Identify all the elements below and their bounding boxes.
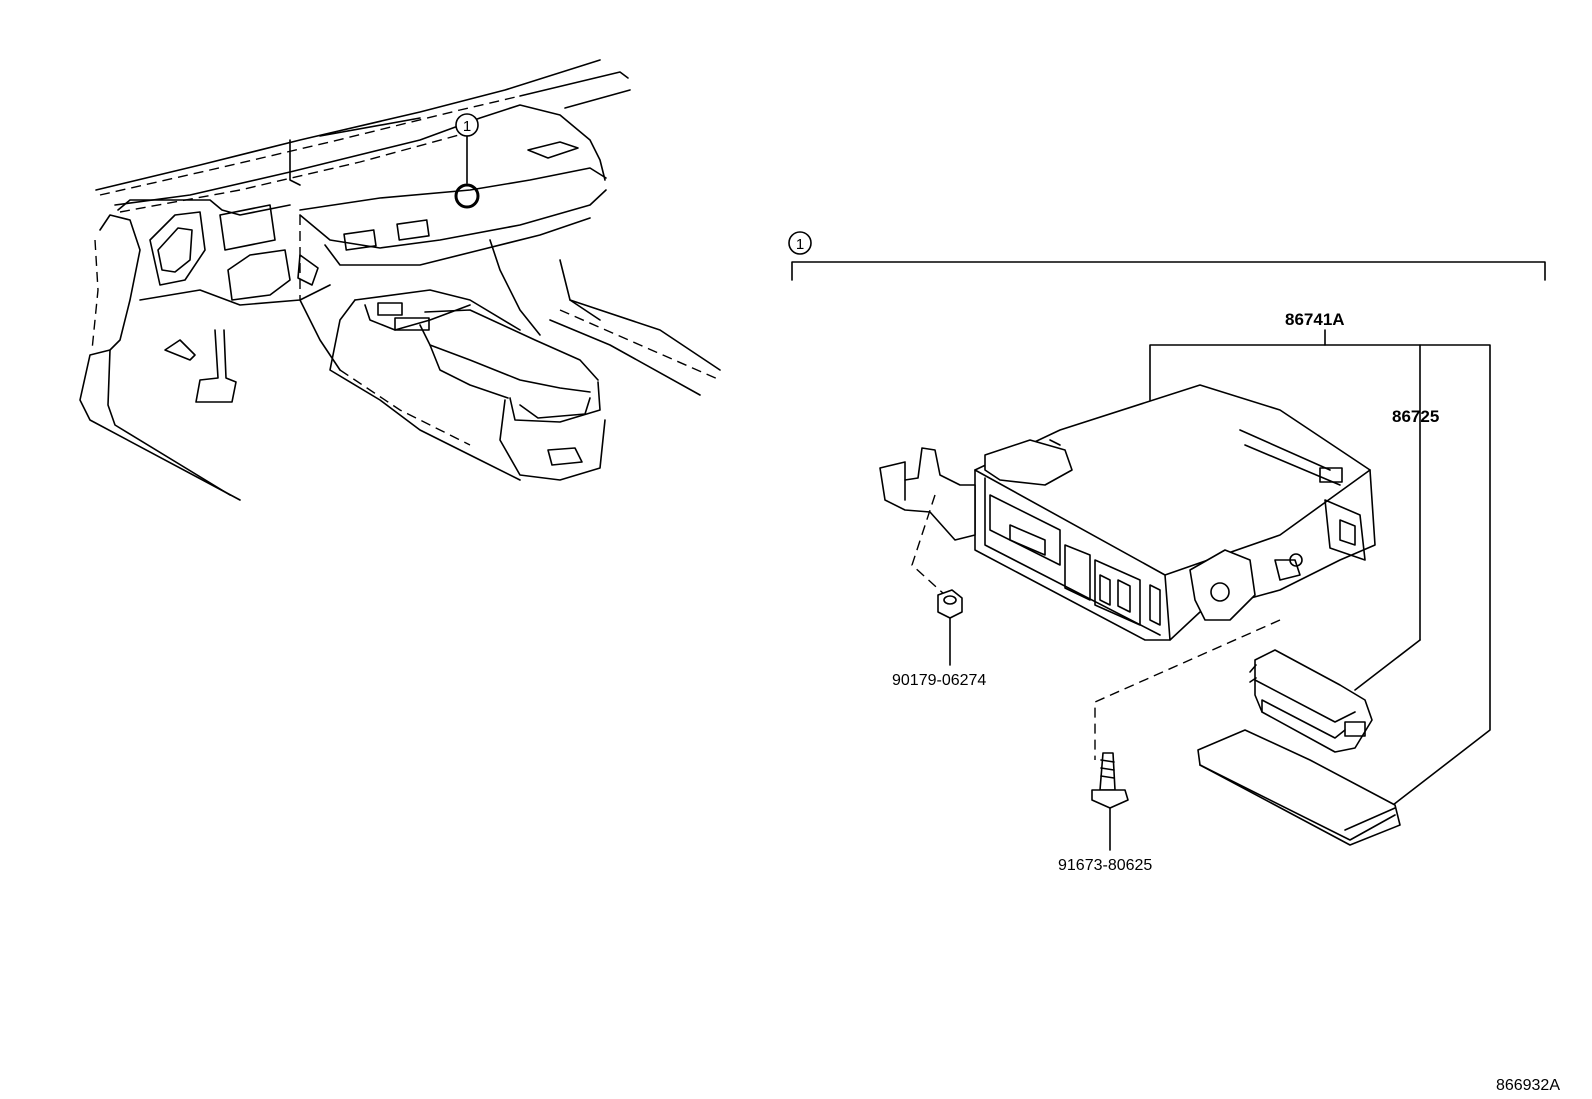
part-label-bolt: 91673-80625 — [1058, 857, 1152, 874]
cover-plate-part — [1197, 729, 1401, 846]
callout-number-dash: 1 — [463, 118, 471, 135]
group-bracket — [791, 261, 1546, 281]
diagram-id: 866932A — [1496, 1077, 1560, 1094]
ecu-housing — [974, 384, 1376, 641]
component-location-marker — [454, 183, 480, 209]
part-label-module: 86725 — [1392, 407, 1439, 426]
part-label-nut: 90179-06274 — [892, 672, 986, 689]
mounting-bracket — [879, 447, 976, 541]
part-label-assembly: 86741A — [1285, 310, 1345, 329]
nut-part — [937, 589, 963, 666]
bolt-part — [1091, 752, 1129, 851]
callout-circle-bracket — [788, 231, 812, 255]
callout-number-bracket: 1 — [796, 236, 804, 253]
module-part — [1249, 649, 1373, 753]
dashboard-illustration: 1 — [79, 59, 721, 501]
exploded-view: 1 86741A 86725 — [788, 231, 1546, 874]
